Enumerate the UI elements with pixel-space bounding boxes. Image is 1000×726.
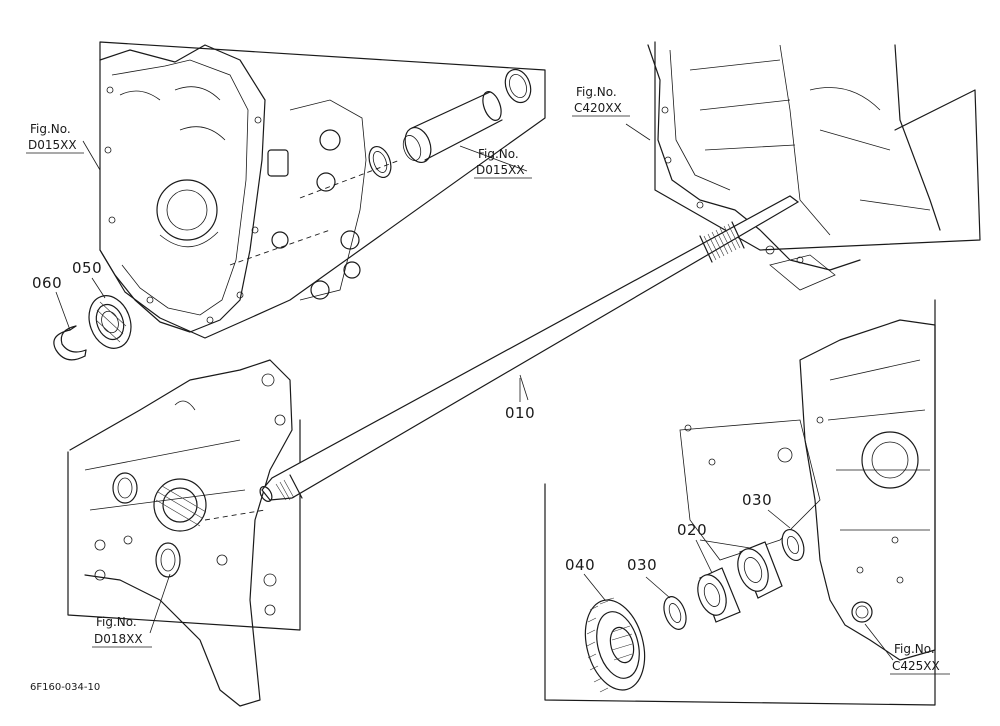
part-label-030-right: 030 (742, 491, 772, 509)
part-label-020: 020 (677, 521, 707, 539)
part-label-040: 040 (565, 556, 595, 574)
part-label-060: 060 (32, 274, 62, 292)
part-label-010: 010 (505, 404, 535, 422)
part-label-050: 050 (72, 259, 102, 277)
circlip-060 (53, 325, 87, 361)
svg-text:Fig.No.: Fig.No. (30, 122, 71, 136)
housing-bottom-right (544, 299, 936, 706)
fig-ref-c425xx: Fig.No. C425XX (890, 642, 950, 675)
drawing-code: 6F160-034-10 (30, 682, 100, 693)
svg-text:Fig.No.: Fig.No. (96, 615, 137, 629)
gear-040 (584, 597, 646, 693)
fig-ref-c420xx: Fig.No. C420XX (572, 85, 630, 117)
svg-text:D018XX: D018XX (94, 632, 143, 646)
pipe-assembly (368, 68, 532, 179)
housing-top-left (99, 41, 546, 339)
svg-text:D015XX: D015XX (476, 163, 525, 177)
svg-text:C425XX: C425XX (892, 659, 940, 673)
leader-lines (55, 123, 894, 661)
svg-text:D015XX: D015XX (28, 138, 77, 152)
housing-bottom-left (67, 359, 301, 707)
sleeve-020 (697, 541, 783, 623)
washer-030-left (663, 596, 687, 630)
svg-text:Fig.No.: Fig.No. (478, 147, 519, 161)
part-label-030-left: 030 (627, 556, 657, 574)
fig-ref-d015xx-right: Fig.No. D015XX (474, 147, 532, 179)
bearing-050 (88, 295, 132, 349)
main-shaft (259, 195, 800, 502)
svg-text:Fig.No.: Fig.No. (894, 642, 935, 656)
svg-text:C420XX: C420XX (574, 101, 622, 115)
washer-030-right (781, 528, 805, 562)
fig-ref-d015xx-left: Fig.No. D015XX (26, 122, 84, 154)
housing-top-right (647, 41, 981, 291)
svg-text:Fig.No.: Fig.No. (576, 85, 617, 99)
fig-ref-d018xx: Fig.No. D018XX (92, 615, 152, 648)
